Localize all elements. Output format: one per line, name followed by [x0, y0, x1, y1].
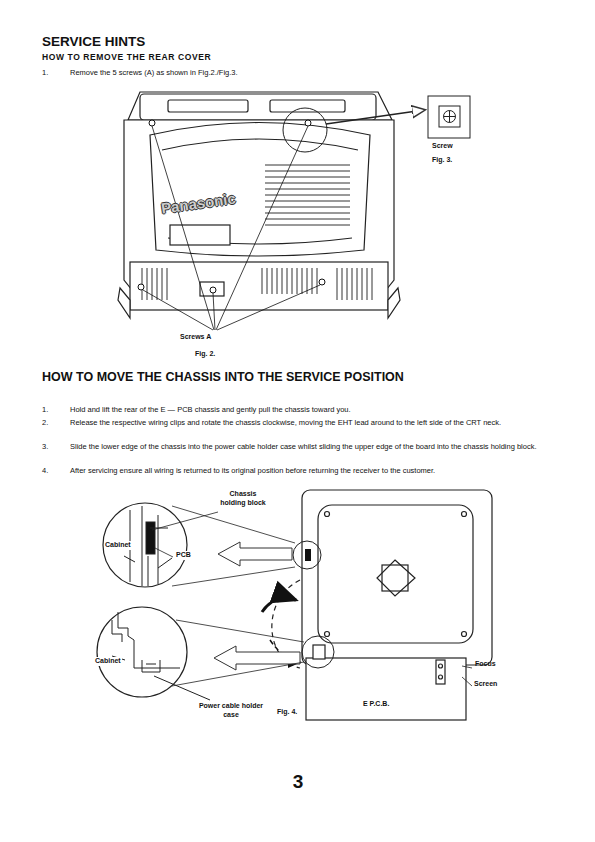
step-number: 1. — [42, 405, 62, 414]
control-label: Screen — [474, 680, 514, 689]
detail-circle — [97, 607, 187, 697]
callout-label: Screws A — [180, 333, 250, 342]
leader-line — [143, 126, 320, 330]
board-label: E P.C.B. — [362, 700, 390, 709]
step-text: Remove the 5 screws (A) as shown in Fig.… — [70, 68, 470, 77]
step-text: Slide the lower edge of the chassis into… — [70, 442, 560, 451]
part-label: Cabinet — [94, 657, 122, 666]
zoom-circle — [283, 108, 327, 152]
step-number: 4. — [42, 466, 62, 475]
step-number: 1. — [42, 68, 62, 77]
hollow-arrow — [214, 646, 300, 670]
leader-line — [152, 506, 472, 686]
step-text: After servicing ensure all wiring is ret… — [70, 466, 560, 475]
step-text: Release the respective wiring clips and … — [70, 418, 560, 427]
detail-bottom — [112, 612, 210, 700]
control-label: Focus — [475, 660, 515, 669]
figure-number: Fig. 2. — [195, 350, 245, 359]
step-number: 3. — [42, 442, 62, 451]
screw-detail — [428, 96, 470, 138]
zoom-arrow — [326, 110, 424, 124]
screw — [138, 120, 325, 293]
part-label: Power cable holder case — [196, 702, 266, 720]
page-title: SERVICE HINTS — [42, 34, 342, 51]
zoom-circle — [293, 541, 321, 569]
figure-number: Fig. 4. — [277, 708, 317, 717]
part-label: Chassis holding block — [218, 490, 268, 508]
step-number: 2. — [42, 418, 62, 427]
figure-label: Screw — [432, 142, 482, 151]
part-label: PCB — [175, 551, 192, 560]
detail-circle — [103, 503, 187, 587]
figure-number: Fig. 3. — [432, 156, 482, 165]
step-text: Hold and lift the rear of the E — PCB ch… — [70, 405, 560, 414]
section-heading: HOW TO MOVE THE CHASSIS INTO THE SERVICE… — [42, 370, 562, 386]
section-heading: HOW TO REMOVE THE REAR COVER — [42, 52, 342, 63]
rotation-arrow — [262, 598, 296, 612]
part-label: Cabinet — [104, 541, 132, 550]
page-number: 3 — [283, 770, 313, 794]
tv-rear-cover — [118, 92, 400, 318]
hollow-arrow — [218, 542, 292, 566]
chassis-holding-block — [305, 549, 311, 561]
zoom-circle — [302, 636, 334, 668]
tv-chassis-view — [302, 490, 492, 720]
